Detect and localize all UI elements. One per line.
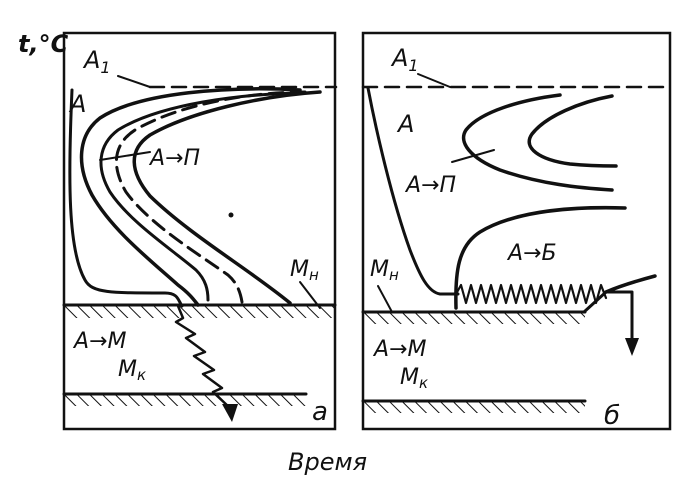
- panel-a-end-curve: [132, 90, 322, 305]
- panel-a-a-to-m-label: A→M: [72, 329, 126, 354]
- panel-b-arrow-head: [625, 338, 639, 356]
- panel-a-a1-label: A1: [82, 46, 111, 77]
- panel-b-pearlite-start: [461, 93, 614, 192]
- panel-b-mk-label: Mк: [400, 365, 428, 392]
- panel-a-mn-label: Mн: [290, 257, 319, 284]
- panel-b-a1-label: A1: [390, 44, 419, 75]
- panel-a-martensite-zigzag: [174, 304, 232, 410]
- y-axis-label: t,°C: [18, 30, 69, 58]
- panel-a-ap-leader: [99, 151, 151, 161]
- panel-a-frame: [62, 31, 337, 431]
- panel-a-a-to-p-label: A→П: [148, 146, 200, 171]
- panel-a-mn-leader: [299, 281, 321, 309]
- panel-b-arrow-shaft: [606, 290, 634, 344]
- panel-b: A1 A A→П A→Б Mн A→M Mк б: [361, 31, 672, 431]
- panel-b-bainite-zigzag: [454, 283, 608, 305]
- panel-b-letter: б: [604, 401, 620, 431]
- panel-a-letter: a: [312, 397, 328, 427]
- panel-b-cooling-curve: [366, 86, 460, 296]
- panel-a-mk-label: Mк: [118, 357, 146, 384]
- panel-b-mn-leader: [377, 285, 393, 313]
- panel-a-dashed-curve: [114, 90, 307, 304]
- panel-b-bainite-start: [454, 205, 627, 310]
- panel-b-frame: [361, 31, 672, 431]
- panel-a-inner-curve: [99, 91, 302, 302]
- panel-b-a-to-b-label: A→Б: [506, 241, 557, 266]
- panel-a: A1 A A→П Mн A→M Mк a: [62, 31, 338, 431]
- x-axis-label: Время: [288, 448, 367, 476]
- panel-b-a-to-m-label: A→M: [372, 337, 426, 362]
- panel-a-austenite-label: A: [68, 90, 86, 118]
- panel-b-austenite-label: A: [396, 110, 414, 138]
- panel-a-dot: [228, 212, 234, 218]
- panel-a-mn-hatch: [64, 305, 335, 318]
- panel-a-mk-hatch: [64, 394, 306, 406]
- panel-a-arrow-head: [222, 404, 238, 422]
- panel-b-mn-label: Mн: [370, 257, 399, 284]
- panel-b-mk-hatch: [363, 401, 585, 413]
- panel-a-cooling-curve-fast: [68, 88, 184, 308]
- panel-b-ap-leader: [451, 149, 495, 163]
- panel-b-bainite-end: [604, 274, 657, 294]
- panel-a-a1-leader: [117, 75, 151, 88]
- panel-b-pearlite-end: [527, 94, 618, 168]
- panel-b-a1-leader: [417, 73, 451, 88]
- panel-a-start-curve: [79, 87, 302, 307]
- panel-b-a-to-p-label: A→П: [404, 173, 456, 198]
- panel-b-mn-hatch: [363, 312, 585, 324]
